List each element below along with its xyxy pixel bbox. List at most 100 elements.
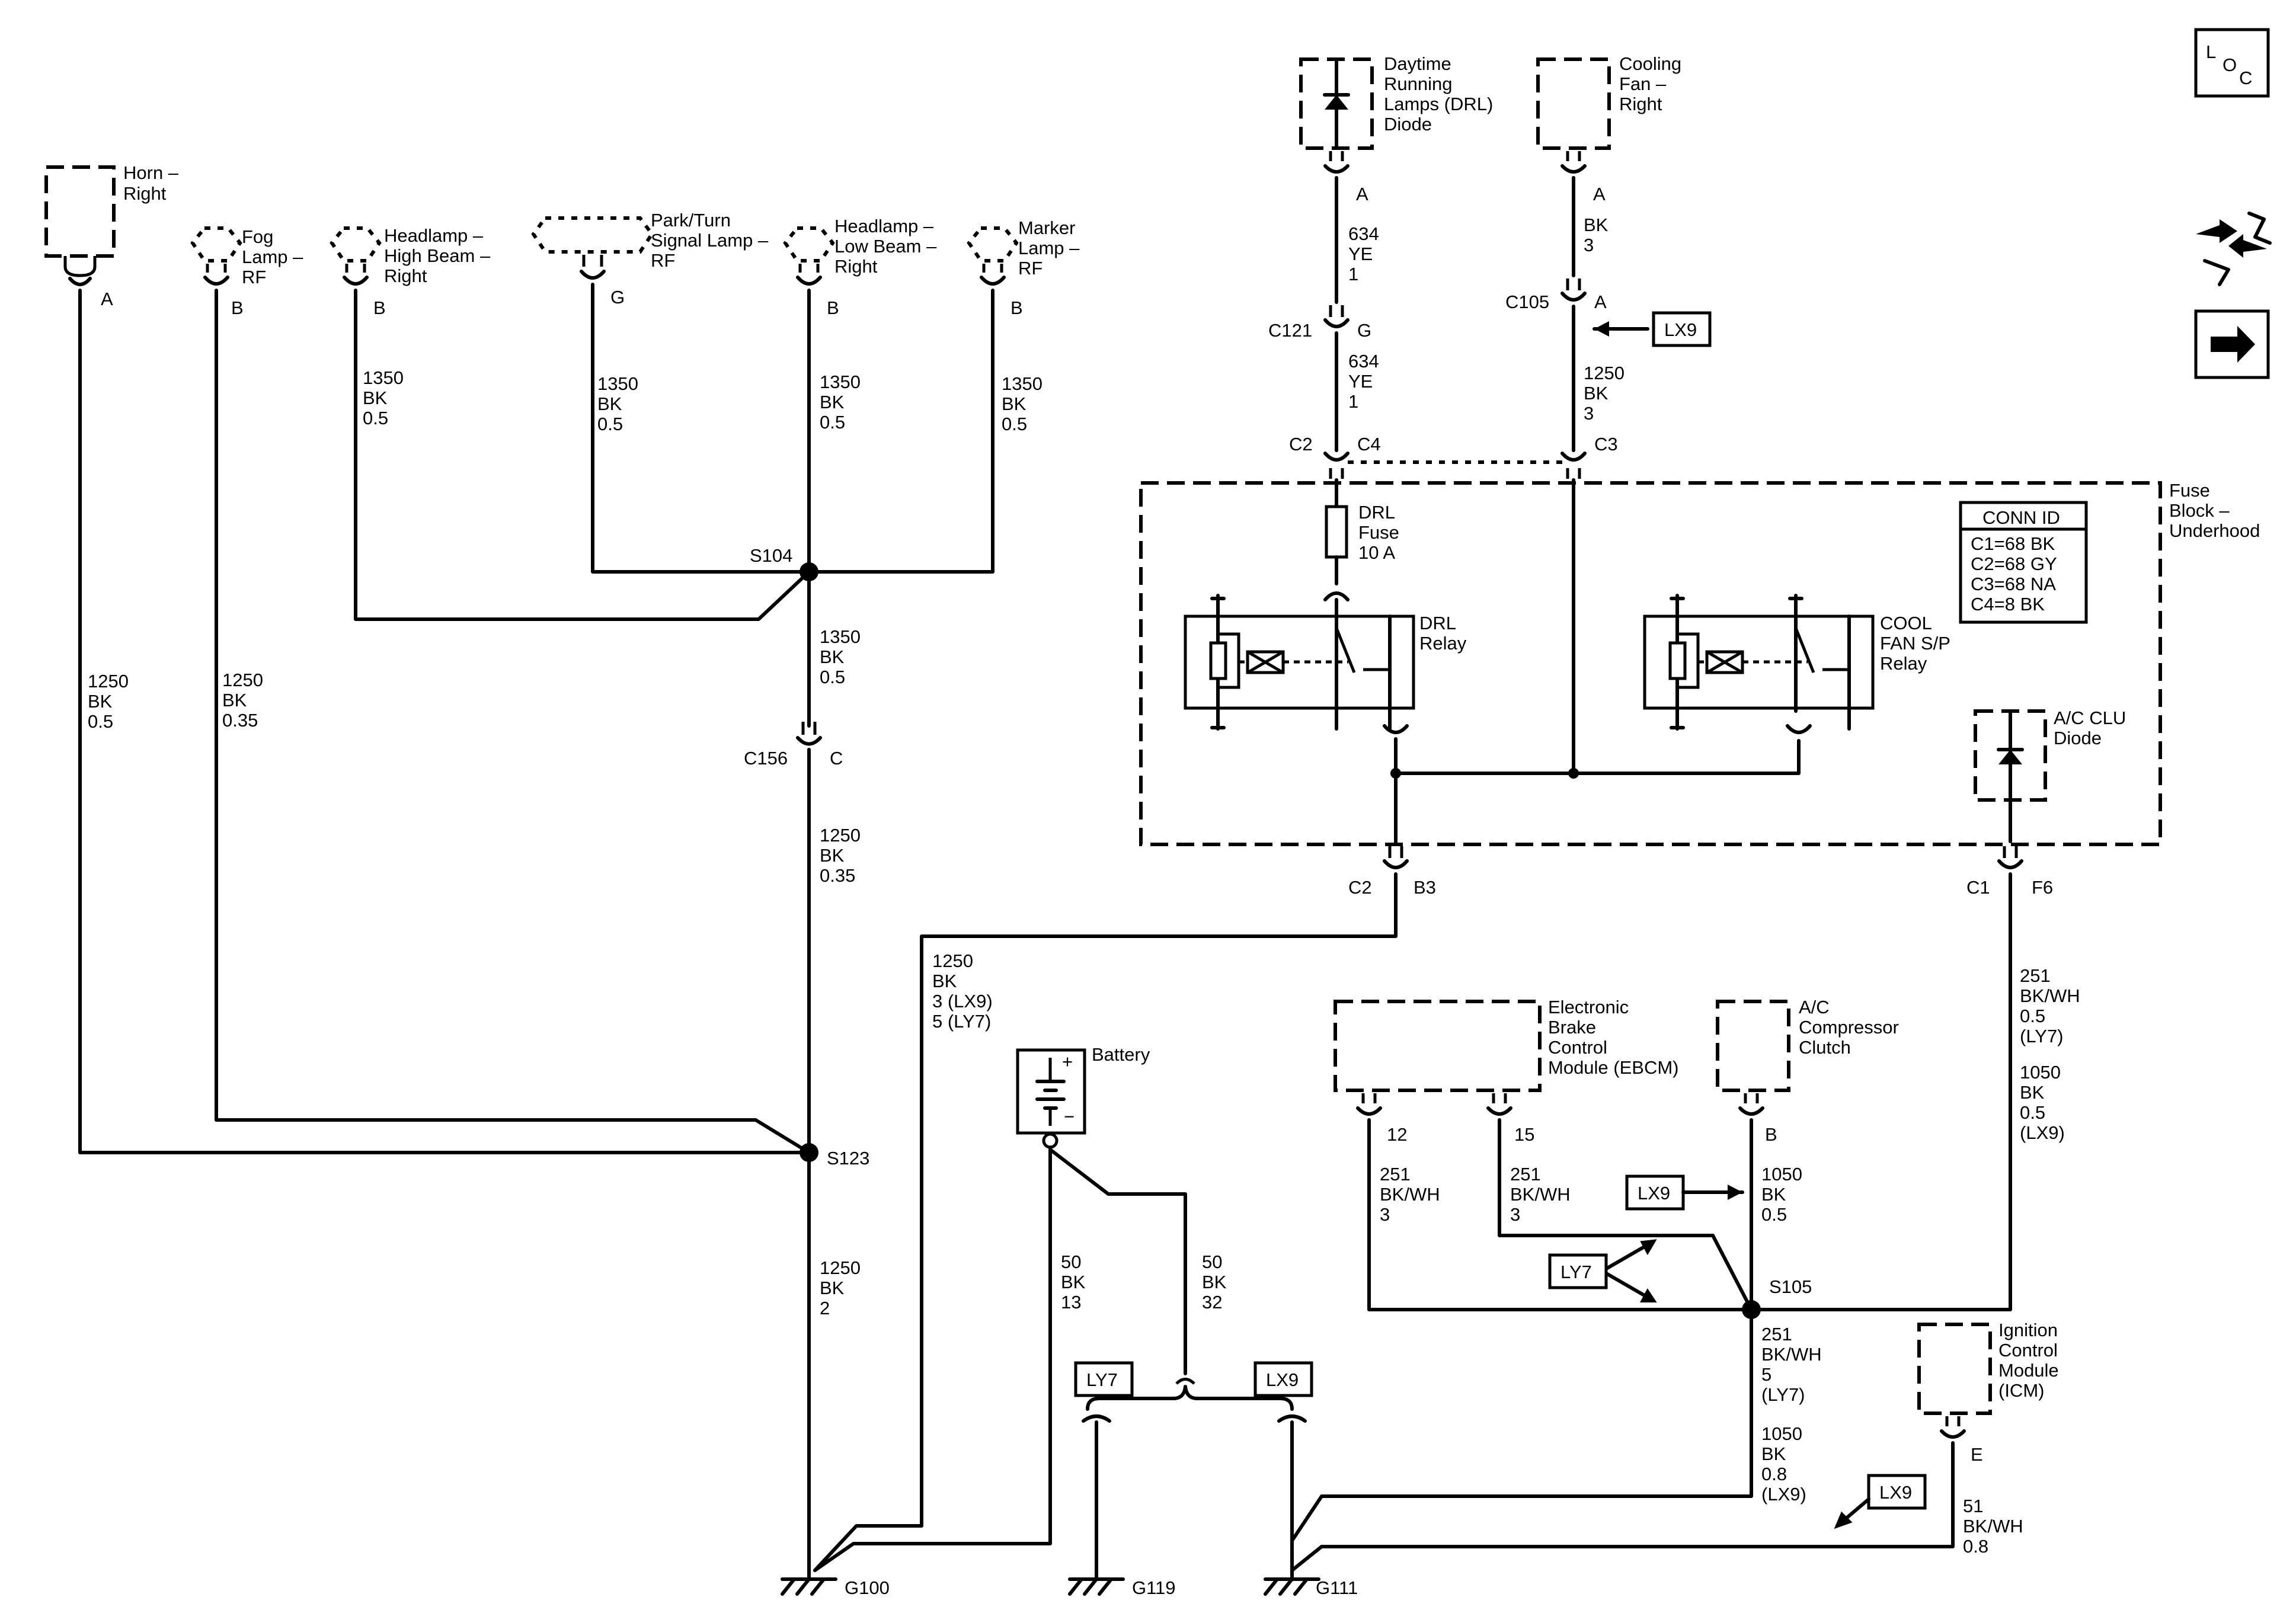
svg-text:BK: BK bbox=[1002, 393, 1027, 414]
svg-text:BK/WH: BK/WH bbox=[1761, 1344, 1822, 1365]
svg-text:BK: BK bbox=[820, 646, 845, 667]
svg-text:C156: C156 bbox=[744, 748, 788, 769]
drl-fuse: DRL Fuse 10 A bbox=[1325, 502, 1399, 563]
svg-text:251: 251 bbox=[2020, 965, 2051, 986]
splice-s123 bbox=[800, 1143, 818, 1162]
svg-text:3: 3 bbox=[1380, 1204, 1390, 1225]
svg-text:0.5: 0.5 bbox=[363, 408, 388, 428]
svg-text:2: 2 bbox=[820, 1298, 830, 1318]
svg-text:YE: YE bbox=[1348, 244, 1373, 264]
svg-text:A: A bbox=[1593, 184, 1606, 204]
svg-text:COOL: COOL bbox=[1880, 613, 1932, 633]
svg-text:Module: Module bbox=[1998, 1360, 2059, 1381]
svg-text:634: 634 bbox=[1348, 351, 1379, 372]
wire-label-f6: 251 BK/WH 0.5 (LY7) 1050 BK 0.5 (LX9) bbox=[2020, 965, 2080, 1143]
svg-text:5: 5 bbox=[1761, 1364, 1771, 1385]
svg-text:DRL: DRL bbox=[1358, 502, 1395, 523]
connector-pinout-icon[interactable] bbox=[2196, 212, 2272, 286]
splice-s104-label: S104 bbox=[750, 545, 792, 566]
svg-text:Diode: Diode bbox=[2054, 728, 2102, 748]
svg-text:0.5: 0.5 bbox=[820, 667, 845, 687]
svg-text:B3: B3 bbox=[1414, 877, 1436, 898]
svg-text:C2=68 GY: C2=68 GY bbox=[1971, 553, 2057, 574]
svg-text:1250: 1250 bbox=[932, 950, 973, 971]
svg-text:251: 251 bbox=[1761, 1324, 1792, 1345]
svg-text:0.5: 0.5 bbox=[88, 711, 113, 732]
ebcm: Electronic Brake Control Module (EBCM) 1… bbox=[1334, 997, 1679, 1145]
wire-label-s105: 251 BK/WH 5 (LY7) 1050 BK 0.8 (LX9) bbox=[1761, 1324, 1822, 1505]
svg-text:LX9: LX9 bbox=[1664, 319, 1697, 340]
svg-text:Right: Right bbox=[1619, 94, 1662, 114]
svg-text:Brake: Brake bbox=[1548, 1017, 1596, 1038]
svg-text:A: A bbox=[101, 289, 113, 309]
svg-text:Ignition: Ignition bbox=[1998, 1320, 2058, 1340]
svg-text:B: B bbox=[1011, 297, 1023, 318]
svg-text:RF: RF bbox=[1018, 258, 1043, 279]
svg-text:Headlamp –: Headlamp – bbox=[384, 225, 484, 246]
connector-c156: C156 C bbox=[744, 722, 843, 769]
connector-c2-c4: C2 C4 bbox=[1289, 434, 1381, 479]
svg-text:(LY7): (LY7) bbox=[2020, 1026, 2064, 1046]
svg-text:Battery: Battery bbox=[1092, 1044, 1150, 1065]
svg-text:Lamps (DRL): Lamps (DRL) bbox=[1384, 94, 1493, 114]
svg-text:G119: G119 bbox=[1132, 1577, 1176, 1598]
option-tag-lx9-icm: LX9 bbox=[1834, 1474, 1927, 1529]
svg-text:1250: 1250 bbox=[820, 1257, 861, 1278]
marker-lamp-rf: Marker Lamp – RF B bbox=[967, 217, 1080, 318]
svg-text:LX9: LX9 bbox=[1879, 1482, 1912, 1503]
drl-diode: Daytime Running Lamps (DRL) Diode A bbox=[1299, 53, 1493, 204]
svg-text:Fog: Fog bbox=[242, 226, 273, 247]
svg-text:A: A bbox=[1594, 292, 1607, 312]
loc-button[interactable]: L O C bbox=[2194, 28, 2270, 98]
svg-text:(LX9): (LX9) bbox=[1761, 1484, 1806, 1505]
svg-text:(ICM): (ICM) bbox=[1998, 1380, 2044, 1401]
svg-text:BK: BK bbox=[597, 393, 622, 414]
svg-text:5 (LY7): 5 (LY7) bbox=[932, 1011, 991, 1032]
svg-text:LX9: LX9 bbox=[1638, 1183, 1670, 1204]
svg-text:BK: BK bbox=[2020, 1082, 2045, 1103]
svg-text:251: 251 bbox=[1380, 1164, 1411, 1185]
svg-text:Clutch: Clutch bbox=[1799, 1037, 1851, 1058]
svg-text:BK/WH: BK/WH bbox=[1963, 1516, 2023, 1537]
svg-text:Block –: Block – bbox=[2169, 500, 2230, 521]
svg-text:RF: RF bbox=[651, 250, 675, 271]
svg-text:0.5: 0.5 bbox=[2020, 1006, 2045, 1026]
svg-text:1: 1 bbox=[1348, 391, 1358, 412]
svg-text:Low Beam –: Low Beam – bbox=[834, 236, 937, 257]
svg-text:C1: C1 bbox=[1966, 877, 1990, 898]
svg-text:BK/WH: BK/WH bbox=[1380, 1184, 1440, 1205]
svg-text:13: 13 bbox=[1061, 1292, 1081, 1313]
svg-text:+: + bbox=[1062, 1051, 1073, 1072]
svg-text:0.5: 0.5 bbox=[1002, 414, 1027, 434]
svg-text:YE: YE bbox=[1348, 371, 1373, 392]
fog-lamp-rf: Fog Lamp – RF B bbox=[190, 226, 303, 318]
svg-text:Marker: Marker bbox=[1018, 217, 1075, 238]
svg-text:B: B bbox=[827, 297, 839, 318]
svg-text:32: 32 bbox=[1202, 1292, 1222, 1313]
svg-text:1250: 1250 bbox=[222, 670, 263, 690]
headlamp-high-beam: Headlamp – High Beam – Right B bbox=[330, 225, 491, 318]
wire-label-fb: 1250 BK 3 (LX9) 5 (LY7) bbox=[932, 950, 993, 1032]
svg-text:Cooling: Cooling bbox=[1619, 53, 1681, 74]
fuse-block-underhood: Fuse Block – Underhood bbox=[1139, 480, 2260, 846]
cool-fan-relay: COOL FAN S/P Relay bbox=[1643, 594, 1950, 731]
svg-text:1350: 1350 bbox=[1002, 373, 1043, 394]
next-page-button[interactable] bbox=[2194, 309, 2270, 379]
conn-id-table: CONN ID C1=68 BK C2=68 GY C3=68 NA C4=8 … bbox=[1959, 501, 2088, 624]
svg-text:Module (EBCM): Module (EBCM) bbox=[1548, 1057, 1679, 1078]
ground-g111: G111 bbox=[1264, 1569, 1358, 1598]
svg-text:L: L bbox=[2206, 41, 2216, 62]
svg-text:Running: Running bbox=[1384, 73, 1452, 94]
option-tag-lx9-c105: LX9 bbox=[1593, 311, 1712, 347]
